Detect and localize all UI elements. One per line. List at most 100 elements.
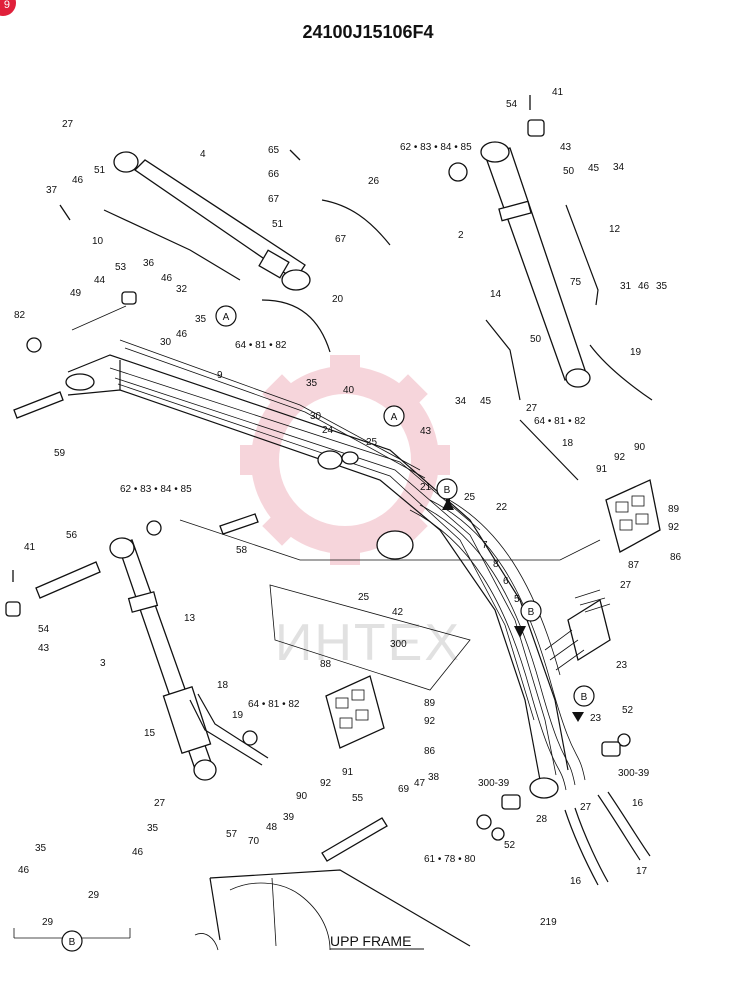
flexible-hoses <box>103 199 653 886</box>
part-label: 58 <box>236 545 248 556</box>
part-label: 41 <box>24 542 36 553</box>
part-label: 62 • 83 • 84 • 85 <box>120 484 192 495</box>
part-label: 27 <box>580 802 592 813</box>
part-label: 38 <box>428 772 440 783</box>
part-label: 45 <box>588 163 600 174</box>
part-label: 90 <box>634 442 646 453</box>
part-label: 22 <box>496 502 508 513</box>
part-label: 6 <box>503 576 509 587</box>
page-badge: 9 <box>0 0 16 16</box>
part-label: 25 <box>464 492 476 503</box>
hose-bundle <box>119 339 586 791</box>
part-label: 23 <box>590 713 602 724</box>
part-label: 92 <box>320 778 332 789</box>
pins <box>13 391 388 862</box>
part-label: 23 <box>616 660 628 671</box>
part-label: 16 <box>632 798 644 809</box>
part-label: 88 <box>320 659 332 670</box>
part-label: 7 <box>482 540 488 551</box>
part-number-labels: 27 51 4 65 66 67 26 51 67 37 46 10 36 46… <box>14 87 682 928</box>
part-label: 42 <box>392 607 404 618</box>
part-label: 12 <box>609 224 621 235</box>
part-label: 52 <box>622 705 634 716</box>
part-label: 64 • 81 • 82 <box>534 416 586 427</box>
part-label: 59 <box>54 448 66 459</box>
part-label: 46 <box>72 175 84 186</box>
part-label: 92 <box>424 716 436 727</box>
svg-text:B: B <box>581 692 588 703</box>
part-label: 46 <box>638 281 650 292</box>
part-label: 34 <box>613 162 625 173</box>
part-label: 8 <box>493 559 499 570</box>
part-label: 61 • 78 • 80 <box>424 854 476 865</box>
part-label: 27 <box>62 119 74 130</box>
part-label: 35 <box>656 281 668 292</box>
svg-text:A: A <box>391 412 398 423</box>
part-label: 300-39 <box>618 768 650 779</box>
part-label: 35 <box>147 823 159 834</box>
reference-frames <box>13 305 601 939</box>
part-label: 40 <box>343 385 355 396</box>
part-label: 16 <box>570 876 582 887</box>
section-label: UPP FRAME <box>330 933 411 949</box>
svg-text:A: A <box>223 312 230 323</box>
part-label: 70 <box>248 836 260 847</box>
part-label: 92 <box>614 452 626 463</box>
part-label: 51 <box>94 165 106 176</box>
part-label: 19 <box>232 710 244 721</box>
part-label: 54 <box>38 624 50 635</box>
callout-a-mid: A <box>383 405 405 427</box>
part-label: 75 <box>570 277 582 288</box>
arm-cylinder <box>113 151 311 291</box>
part-label: 43 <box>560 142 572 153</box>
part-label: 300-39 <box>478 778 510 789</box>
part-label: 4 <box>200 149 206 160</box>
part-label: 300 <box>390 639 407 650</box>
part-label: 19 <box>630 347 642 358</box>
part-label: 24 <box>322 425 334 436</box>
part-label: 29 <box>42 917 54 928</box>
part-label: 67 <box>268 194 280 205</box>
part-label: 90 <box>296 791 308 802</box>
part-label: 17 <box>636 866 648 877</box>
part-label: 91 <box>342 767 354 778</box>
diagram-title: 24100J15106F4 <box>302 22 434 42</box>
part-label: 43 <box>420 426 432 437</box>
part-label: 15 <box>144 728 156 739</box>
part-label: 46 <box>161 273 173 284</box>
part-label: 64 • 81 • 82 <box>235 340 287 351</box>
part-label: 46 <box>18 865 30 876</box>
part-label: 92 <box>668 522 680 533</box>
part-label: 87 <box>628 560 640 571</box>
upper-frame-outline <box>194 869 471 951</box>
part-label: 34 <box>455 396 467 407</box>
part-label: 26 <box>368 176 380 187</box>
hardware-fasteners <box>5 95 631 841</box>
callout-b-detail: B <box>61 930 83 952</box>
part-label: 18 <box>217 680 229 691</box>
part-label: 25 <box>358 592 370 603</box>
part-label: 39 <box>283 812 295 823</box>
part-label: 46 <box>132 847 144 858</box>
boom-cylinder-lower <box>109 537 217 781</box>
part-label: 9 <box>217 370 223 381</box>
part-label: 35 <box>195 314 207 325</box>
boom-cylinder-upper <box>480 141 591 388</box>
part-label: 32 <box>176 284 188 295</box>
part-label: 29 <box>88 890 100 901</box>
svg-text:B: B <box>528 607 535 618</box>
part-label: 2 <box>458 230 464 241</box>
part-label: 64 • 81 • 82 <box>248 699 300 710</box>
part-label: 18 <box>562 438 574 449</box>
part-label: 28 <box>536 814 548 825</box>
part-label: 91 <box>596 464 608 475</box>
part-label: 3 <box>100 658 106 669</box>
part-label: 36 <box>143 258 155 269</box>
part-label: 55 <box>352 793 364 804</box>
junction-block-87 <box>605 479 661 553</box>
part-label: 41 <box>552 87 564 98</box>
part-label: 48 <box>266 822 278 833</box>
callout-a-top: A <box>215 305 237 327</box>
watermark-text: ИНТЕХ <box>275 614 461 672</box>
